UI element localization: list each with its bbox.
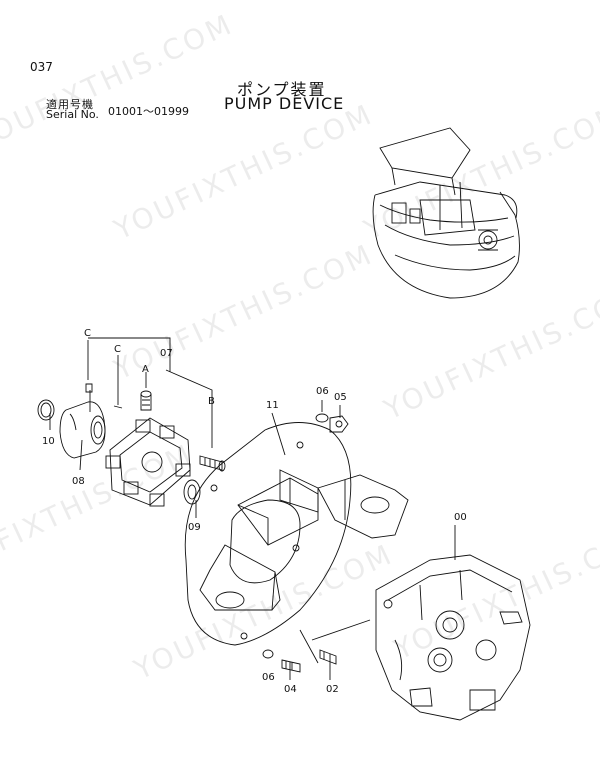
callout-labels: C C A B 07 10 08 09 11 06 05 00 06 04 02 xyxy=(42,328,467,695)
bolt-part xyxy=(281,659,301,673)
callout-00: 00 xyxy=(454,512,467,523)
callout-02: 02 xyxy=(326,684,339,695)
watermark: YOUFIXTHIS.COM xyxy=(358,97,600,247)
bolt-part xyxy=(319,649,337,665)
page-number: 037 xyxy=(30,60,53,74)
callout-a: A xyxy=(142,364,149,375)
watermark: YOUFIXTHIS.COM xyxy=(378,277,600,427)
serial-range: 01001～01999 xyxy=(108,105,189,118)
spring-washer-part xyxy=(315,413,329,423)
page-title-japanese: ポンプ装置 xyxy=(237,80,327,99)
location-inset xyxy=(372,127,520,299)
callout-b: B xyxy=(208,396,215,407)
callout-05: 05 xyxy=(334,392,347,403)
main-pump-part xyxy=(375,554,531,721)
callout-c: C xyxy=(84,328,91,339)
watermark: YOUFIXTHIS.COM xyxy=(108,97,378,247)
callout-c: C xyxy=(114,344,121,355)
watermark-group: YOUFIXTHIS.COM YOUFIXTHIS.COM YOUFIXTHIS… xyxy=(0,7,600,687)
callout-06: 06 xyxy=(316,386,329,397)
page-title: PUMP DEVICE xyxy=(224,94,345,113)
flexible-coupling-part xyxy=(105,417,191,507)
watermark: YOUFIXTHIS.COM xyxy=(128,537,398,687)
callout-leaders xyxy=(49,337,456,680)
watermark: YOUFIXTHIS.COM xyxy=(0,437,199,587)
callout-08: 08 xyxy=(72,476,85,487)
pump-bracket-part xyxy=(279,469,409,539)
callout-06: 06 xyxy=(262,672,275,683)
bolt-a-part xyxy=(140,390,152,411)
serial-label-japanese: 適用号機 xyxy=(46,98,94,111)
nut-part xyxy=(329,415,349,433)
spring-washer-part xyxy=(262,649,274,659)
callout-11: 11 xyxy=(266,400,279,411)
pump-mount-flange-part xyxy=(184,422,352,646)
coupling-hub-part xyxy=(59,401,106,459)
callout-10: 10 xyxy=(42,436,55,447)
serial-label: Serial No. xyxy=(46,108,99,121)
callout-07: 07 xyxy=(160,348,173,359)
callout-04: 04 xyxy=(284,684,297,695)
o-ring-part xyxy=(37,399,55,421)
callout-09: 09 xyxy=(188,522,201,533)
watermark: YOUFIXTHIS.COM xyxy=(0,7,239,157)
